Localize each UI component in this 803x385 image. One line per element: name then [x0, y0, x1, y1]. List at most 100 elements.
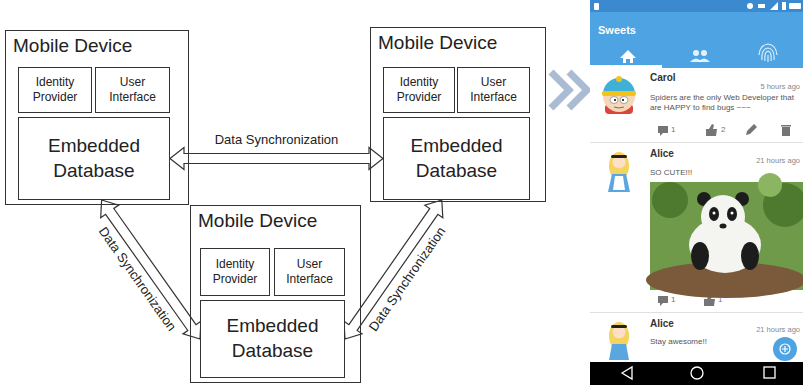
- fab-button: [780, 344, 790, 354]
- card-icons: [706, 124, 717, 136]
- device-title: Mobile Device: [371, 28, 545, 54]
- tab-icons: [590, 44, 777, 68]
- component-box: Identity Provider: [383, 67, 455, 113]
- component-box: User Interface: [274, 248, 345, 296]
- card-icons: [746, 124, 757, 135]
- avatar-alice: [608, 152, 630, 192]
- avatar-carol: [616, 76, 622, 82]
- card-icons: [782, 127, 790, 136]
- avatar-alice: [611, 325, 627, 328]
- avatar-alice: [613, 176, 625, 190]
- panda-photo: [720, 224, 727, 229]
- status-icons: [789, 3, 801, 9]
- component-box: User Interface: [95, 67, 170, 113]
- status-icons: [594, 2, 801, 10]
- panda-photo: [691, 242, 709, 270]
- tab-icons: [759, 44, 777, 55]
- tab-icons: [698, 59, 710, 63]
- tab-icons: [701, 50, 707, 56]
- fab-button: [782, 346, 788, 352]
- screen-text: Alice: [650, 317, 674, 330]
- avatar-carol: [622, 99, 624, 101]
- database-box: Embedded Database: [200, 300, 345, 378]
- tab-icons: [767, 55, 768, 62]
- device-title: Mobile Device: [6, 31, 188, 57]
- edge-label: Data Synchronization: [366, 224, 449, 334]
- screen-text: SO CUTE!!!: [650, 168, 692, 178]
- component-box: Identity Provider: [200, 248, 270, 296]
- sync-arrow: [344, 200, 443, 339]
- component-label: User Interface: [99, 75, 166, 105]
- database-box: Embedded Database: [383, 117, 530, 200]
- phone-screenshot: [590, 0, 803, 12]
- nav-bar: [590, 362, 803, 385]
- panda-photo: [652, 182, 688, 218]
- tab-icons: [590, 65, 662, 68]
- device-title: Mobile Device: [191, 206, 360, 232]
- component-label: User Interface: [278, 257, 341, 287]
- avatar-alice: [609, 344, 629, 360]
- component-label: Identity Provider: [22, 75, 88, 105]
- chevron-arrow: [551, 72, 587, 108]
- screen-text: Carol: [650, 71, 676, 84]
- screen-text: Alice: [650, 147, 674, 160]
- tab-icons: [765, 51, 771, 61]
- avatar-carol: [620, 97, 628, 104]
- panda-photo: [709, 207, 719, 221]
- avatar-alice: [609, 322, 629, 360]
- screen-text: Sweets: [598, 23, 636, 37]
- panda-photo: [689, 217, 761, 273]
- avatar-carol: [602, 91, 636, 96]
- card-icons: [658, 296, 668, 306]
- card-icons: [781, 125, 791, 127]
- avatar-carol: [614, 99, 616, 101]
- avatar-carol: [614, 107, 624, 108]
- status-icons: [594, 3, 599, 10]
- panda-photo: [646, 173, 803, 298]
- phone-screenshot: [590, 12, 803, 68]
- device-box: Mobile DeviceIdentity Provider User Inter…: [370, 27, 546, 202]
- nav-bar: [622, 367, 632, 379]
- status-icons: [782, 2, 786, 10]
- avatar-alice: [608, 174, 630, 192]
- screen-text: 21 hours ago: [756, 325, 800, 335]
- status-icons: [770, 2, 778, 10]
- card-icons: [590, 312, 803, 313]
- nav-bar: [691, 367, 703, 379]
- screen-text: 1: [718, 295, 722, 305]
- sync-arrow: [101, 200, 201, 339]
- panda-photo: [731, 212, 734, 215]
- screen-text: 1: [671, 295, 675, 305]
- panda-photo: [727, 207, 737, 221]
- device-box: Mobile DeviceIdentity Provider User Inter…: [190, 205, 361, 383]
- sync-arrow: [170, 148, 383, 170]
- component-label: Embedded Database: [204, 314, 341, 363]
- avatar-alice: [611, 155, 627, 158]
- fab-button: [773, 337, 797, 361]
- panda-photo: [741, 242, 759, 270]
- edge-label: Data Synchronization: [95, 225, 179, 334]
- screen-text: 2: [721, 125, 725, 135]
- tab-icons: [759, 44, 777, 62]
- component-label: User Interface: [461, 75, 526, 105]
- panda-photo: [758, 173, 782, 197]
- panda-photo: [713, 212, 716, 215]
- fab-button: [773, 337, 797, 361]
- card-icons: [590, 142, 803, 143]
- device-box: Mobile DeviceIdentity Provider User Inter…: [5, 30, 189, 205]
- screen-text: 1: [671, 125, 675, 135]
- phone-screenshot: [590, 0, 803, 385]
- screen-text: 5 hours ago: [760, 82, 800, 92]
- database-box: Embedded Database: [18, 117, 170, 200]
- component-box: User Interface: [457, 67, 530, 113]
- tab-icons: [693, 50, 699, 56]
- chevron-arrow: [569, 72, 587, 108]
- screen-text: 21 hours ago: [756, 156, 800, 166]
- component-label: Identity Provider: [387, 75, 451, 105]
- component-label: Embedded Database: [22, 134, 166, 183]
- component-box: Identity Provider: [18, 67, 92, 113]
- status-icons: [747, 3, 753, 9]
- panda-photo: [701, 195, 745, 239]
- chevron-arrow: [551, 72, 569, 108]
